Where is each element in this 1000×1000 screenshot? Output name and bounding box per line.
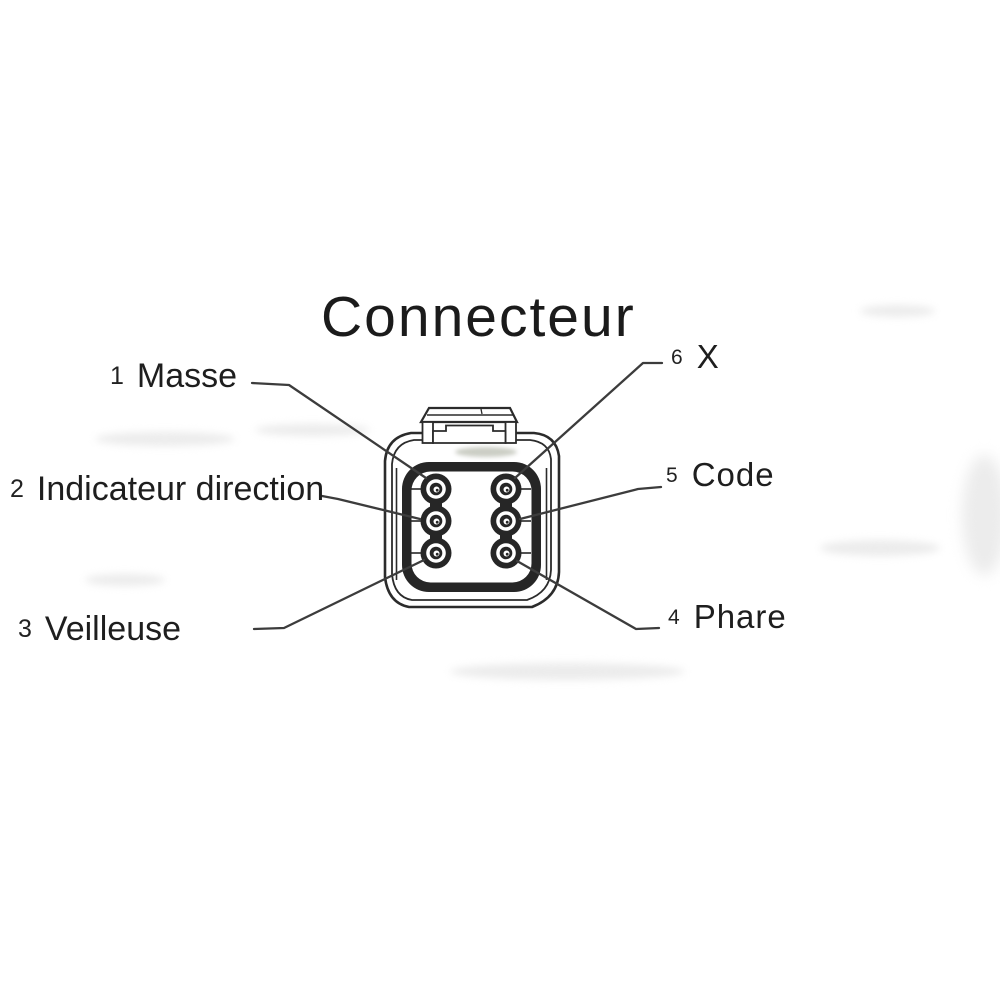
pin-2 [420, 505, 452, 537]
pin-number: 2 [10, 475, 24, 503]
pin-label-code: 5 Code [666, 458, 775, 491]
pin-name: Veilleuse [44, 610, 182, 648]
pin-5 [490, 505, 522, 537]
pin-name: X [696, 338, 720, 375]
pin-label-masse: 1 Masse [110, 359, 237, 393]
pin-3 [420, 537, 452, 569]
pin-label-veilleuse: 3 Veilleuse [18, 612, 181, 646]
pin-number: 6 [671, 346, 684, 369]
leader-line-4 [515, 559, 661, 631]
scan-artifact [95, 432, 235, 446]
scan-artifact [85, 574, 165, 586]
pin-name: Masse [136, 357, 238, 395]
leader-line-5 [518, 485, 663, 521]
pin-label-indicateur-direction: 2 Indicateur direction [10, 472, 324, 506]
scan-artifact [962, 455, 1000, 575]
pin-number: 1 [110, 362, 124, 390]
pin-number: 4 [668, 606, 681, 629]
leader-line-6 [513, 361, 664, 480]
pin-ticks [411, 488, 531, 554]
pin-label-phare: 4 Phare [668, 600, 787, 633]
scan-artifact-green [455, 447, 517, 457]
pin-1 [420, 473, 452, 505]
pin-name: Phare [693, 598, 787, 635]
diagram-title: Connecteur [321, 285, 636, 349]
pin-6 [490, 473, 522, 505]
pin-number: 3 [18, 615, 32, 643]
leader-lines [250, 361, 664, 631]
connector-latch [419, 406, 519, 444]
leader-line-2 [320, 494, 422, 521]
leader-line-1 [250, 381, 428, 480]
scan-artifact [820, 540, 940, 556]
pin-4 [490, 537, 522, 569]
leader-line-3 [252, 558, 426, 631]
scan-artifact [860, 305, 935, 317]
scan-artifact [255, 424, 370, 436]
pin-name: Code [691, 456, 775, 493]
pin-number: 5 [666, 464, 679, 487]
pin-name: Indicateur direction [36, 470, 325, 508]
scan-artifact [450, 663, 685, 680]
